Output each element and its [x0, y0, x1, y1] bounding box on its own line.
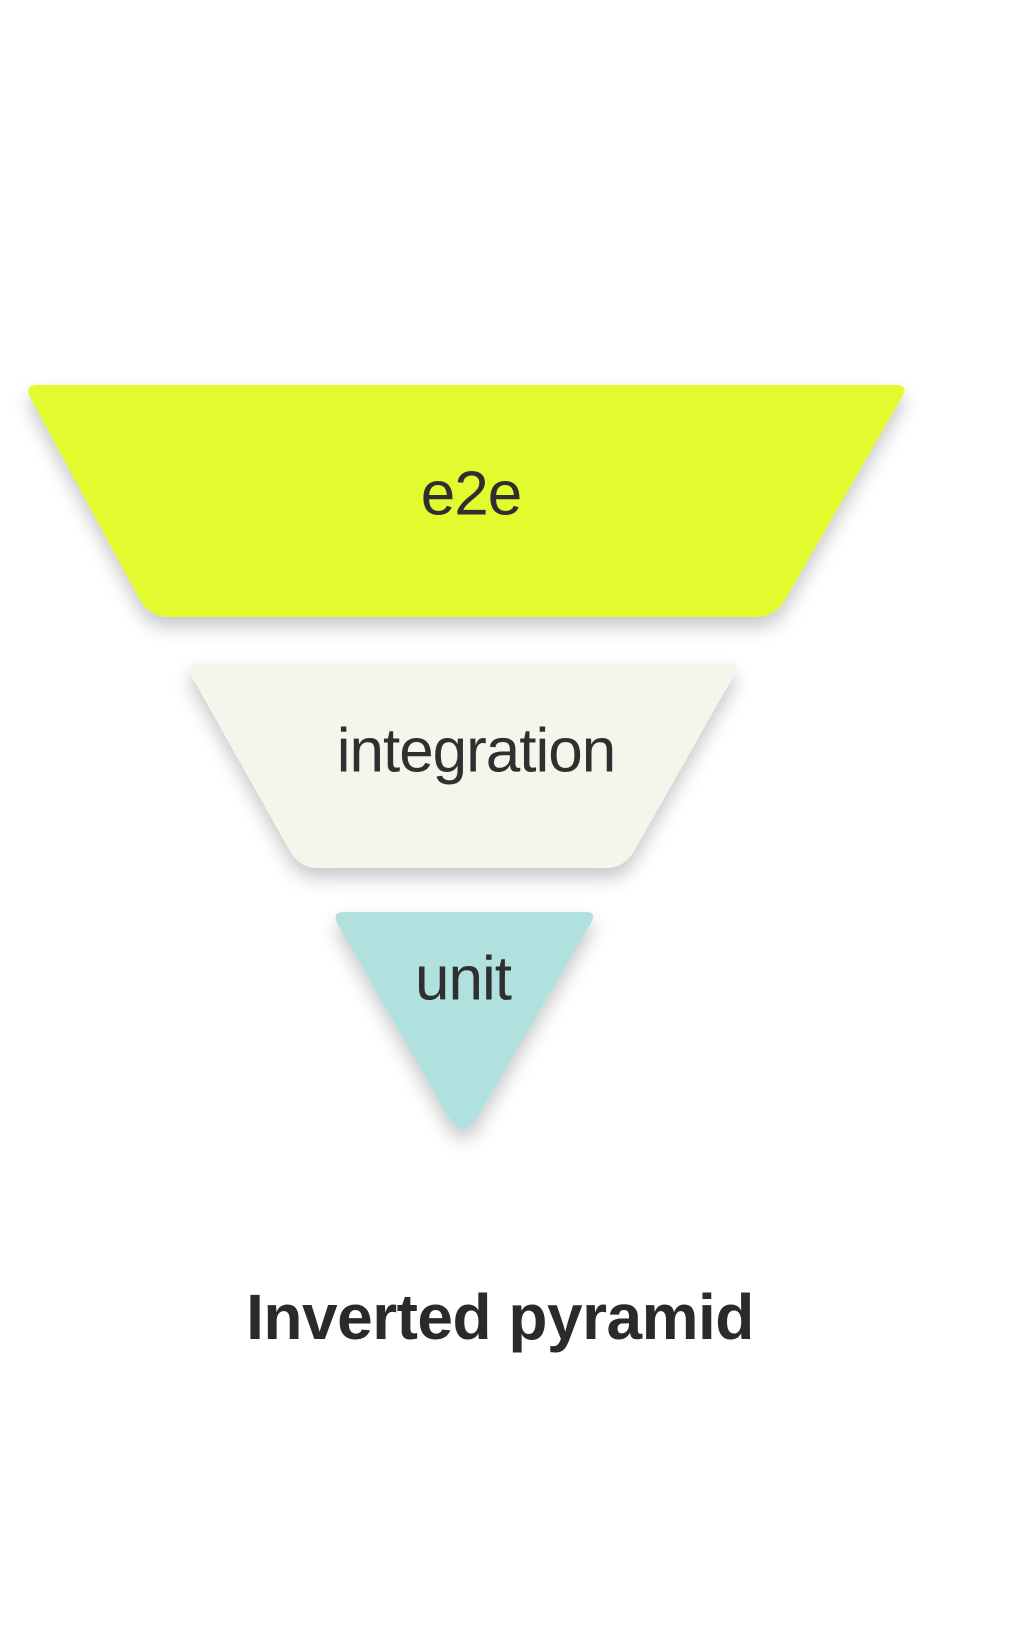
- layer-e2e-shape: [28, 385, 905, 617]
- layer-integration: integration: [189, 663, 736, 868]
- layer-unit-label: unit: [415, 944, 512, 1013]
- layer-unit-shape: [335, 912, 594, 1129]
- layer-integration-label: integration: [337, 716, 616, 785]
- layer-unit: unit: [335, 912, 594, 1129]
- layer-integration-shape: [189, 663, 736, 868]
- diagram-caption: Inverted pyramid: [246, 1281, 754, 1353]
- layer-e2e-label: e2e: [421, 459, 521, 528]
- layer-e2e: e2e: [28, 385, 905, 617]
